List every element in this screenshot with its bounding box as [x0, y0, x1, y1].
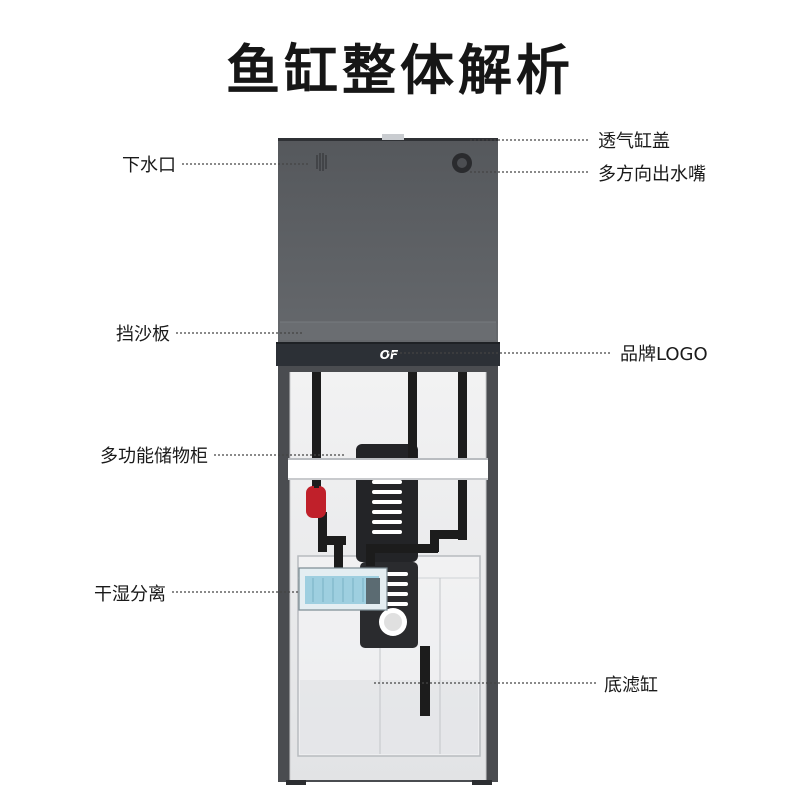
label-outlet-nozzle: 多方向出水嘴: [598, 164, 706, 185]
label-drain: 下水口: [122, 155, 176, 176]
outlet-nozzle: [452, 153, 472, 173]
return-pipe-right: [458, 372, 467, 540]
cabinet-foot-right: [472, 780, 492, 785]
drain-grille: [316, 153, 327, 171]
return-pipe-center: [408, 372, 417, 458]
drain-pipe-left: [312, 372, 321, 490]
ball-valve: [306, 480, 326, 518]
label-dry-wet-separation: 干湿分离: [94, 584, 166, 605]
brand-logo: OF: [380, 348, 399, 362]
breathable-lid-tab: [382, 134, 404, 140]
logo-band: OF: [276, 342, 500, 366]
cabinet-foot-left: [286, 780, 306, 785]
label-storage-cabinet: 多功能储物柜: [100, 446, 208, 467]
label-breathable-lid: 透气缸盖: [598, 131, 670, 152]
storage-shelf: [288, 458, 488, 480]
label-sand-guard: 挡沙板: [116, 324, 170, 345]
sand-guard-strip: [280, 322, 496, 340]
display-tank: [278, 134, 498, 342]
label-sump: 底滤缸: [604, 675, 658, 696]
leader-lines: [172, 139, 612, 684]
label-brand-logo: 品牌LOGO: [620, 344, 708, 365]
page-title: 鱼缸整体解析: [226, 39, 574, 102]
plumbing: [312, 372, 467, 716]
filter-box: [298, 567, 388, 611]
